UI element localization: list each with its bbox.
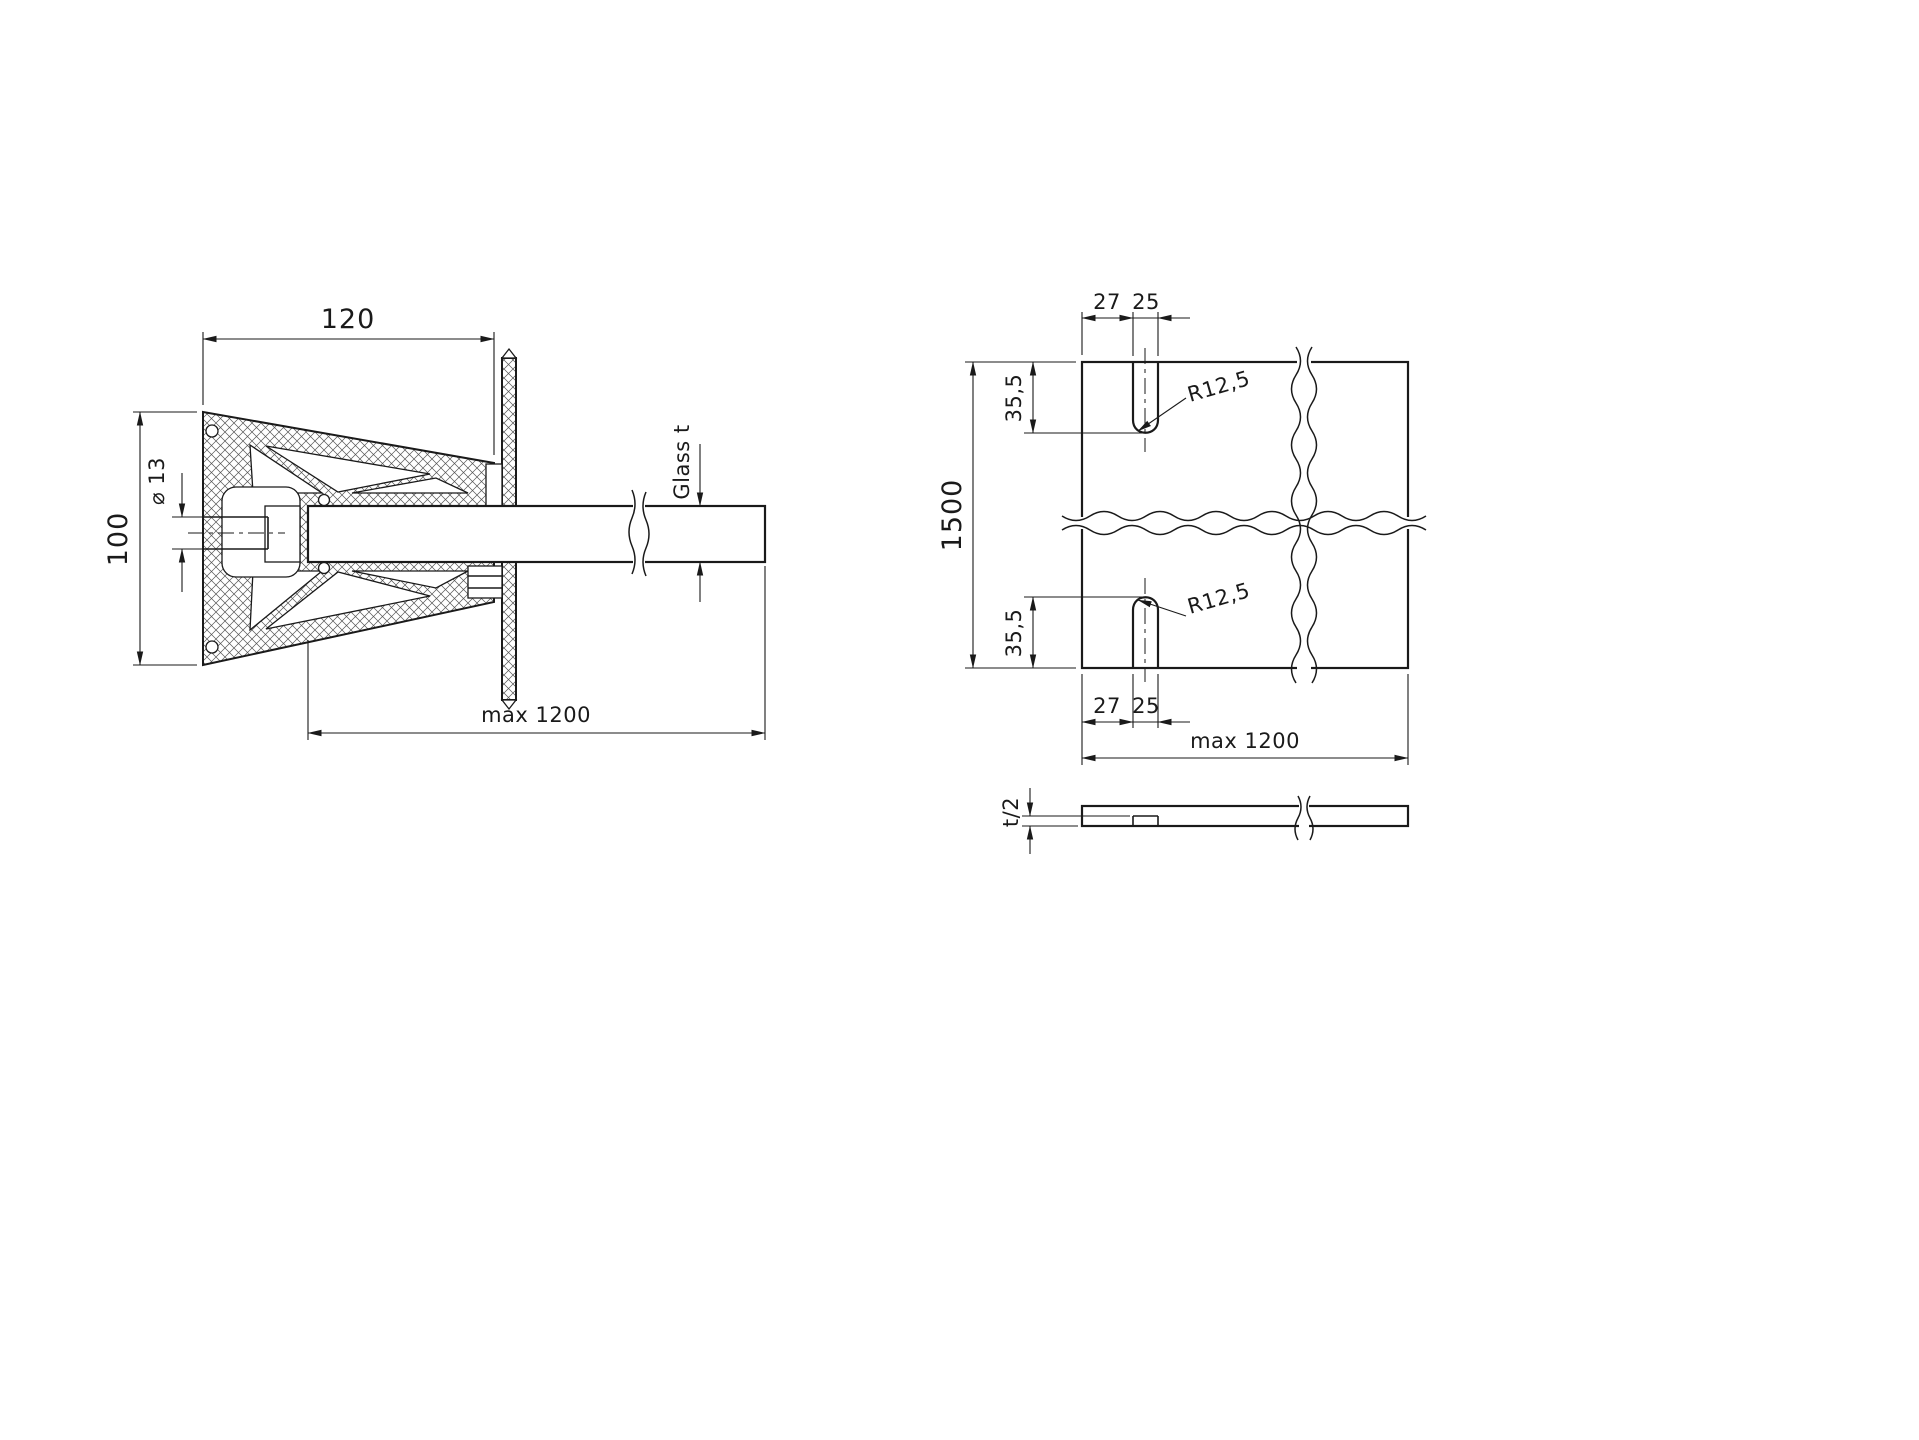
dim-panel-height: 1500 xyxy=(937,361,1076,669)
dim-half-thickness: t/2 xyxy=(999,788,1130,854)
edge-view: t/2 xyxy=(999,788,1410,854)
dim-panel-height-label: 1500 xyxy=(937,479,968,552)
dim-section-span-label: max 1200 xyxy=(481,703,591,727)
break-line xyxy=(1306,346,1318,684)
dim-glass-thickness: Glass t xyxy=(670,424,704,602)
profile-void xyxy=(265,445,431,493)
glass-panel-section xyxy=(306,504,767,564)
dim-slot-depth-top-label: 35,5 xyxy=(1002,374,1026,423)
dim-top-slot-width-label: 25 xyxy=(1132,290,1160,314)
break-line xyxy=(1061,524,1427,536)
elevation-view: R12,5 R12,5 27 25 27 25 1500 xyxy=(937,290,1427,765)
break-mask xyxy=(1070,517,1420,529)
break-line xyxy=(1306,795,1314,841)
corner-screw-port xyxy=(205,640,219,654)
break-line xyxy=(628,489,636,575)
section-view: 120 100 ⌀ 13 Glass t max 1200 xyxy=(103,304,767,740)
setting-screw xyxy=(317,493,331,507)
break-line xyxy=(1294,795,1302,841)
break-line xyxy=(1290,346,1302,684)
dim-profile-width-label: 120 xyxy=(321,304,376,335)
dim-glass-thickness-label: Glass t xyxy=(670,424,694,499)
boss-channel xyxy=(264,505,301,563)
break-mask xyxy=(1297,352,1311,678)
dim-profile-width: 120 xyxy=(202,304,495,455)
cover-strip-tip xyxy=(500,699,518,711)
cover-strip-tip xyxy=(500,347,518,359)
dim-half-thickness-label: t/2 xyxy=(999,797,1023,827)
dim-bottom-slot-width-label: 25 xyxy=(1132,694,1160,718)
break-mask xyxy=(633,500,645,568)
clamp-block-upper xyxy=(485,463,503,507)
dim-section-span: max 1200 xyxy=(307,566,766,740)
dim-panel-span-label: max 1200 xyxy=(1190,729,1300,753)
dim-hole-diameter-label: ⌀ 13 xyxy=(145,457,169,505)
break-line xyxy=(1061,510,1427,522)
dim-slot-depth-bottom: 35,5 xyxy=(1002,596,1147,669)
dim-slot-position-top: 27 25 xyxy=(1081,290,1190,356)
dim-hole-diameter: ⌀ 13 xyxy=(145,457,203,592)
dim-slot-depth-bottom-label: 35,5 xyxy=(1002,609,1026,658)
setting-screw xyxy=(317,561,331,575)
dim-slot-depth-top: 35,5 xyxy=(1002,361,1147,434)
break-mask xyxy=(1299,800,1309,832)
profile-void xyxy=(351,570,469,589)
bolt-hole xyxy=(203,516,269,550)
slot-edge-notch xyxy=(1132,815,1159,826)
clamp-nut-lines xyxy=(468,575,502,589)
profile-void xyxy=(265,571,431,630)
glass-panel-elevation xyxy=(1080,360,1410,670)
clamp-block-lower xyxy=(467,565,503,599)
profile-void xyxy=(351,477,469,494)
dim-profile-height: 100 xyxy=(103,411,197,666)
dim-panel-span: max 1200 xyxy=(1081,674,1409,765)
break-line xyxy=(642,491,650,577)
corner-screw-port xyxy=(205,424,219,438)
dim-top-edge-dist-label: 27 xyxy=(1093,290,1121,314)
dim-bottom-edge-dist-label: 27 xyxy=(1093,694,1121,718)
dim-slot-position-bottom: 27 25 xyxy=(1081,674,1190,728)
dim-profile-height-label: 100 xyxy=(103,512,134,567)
